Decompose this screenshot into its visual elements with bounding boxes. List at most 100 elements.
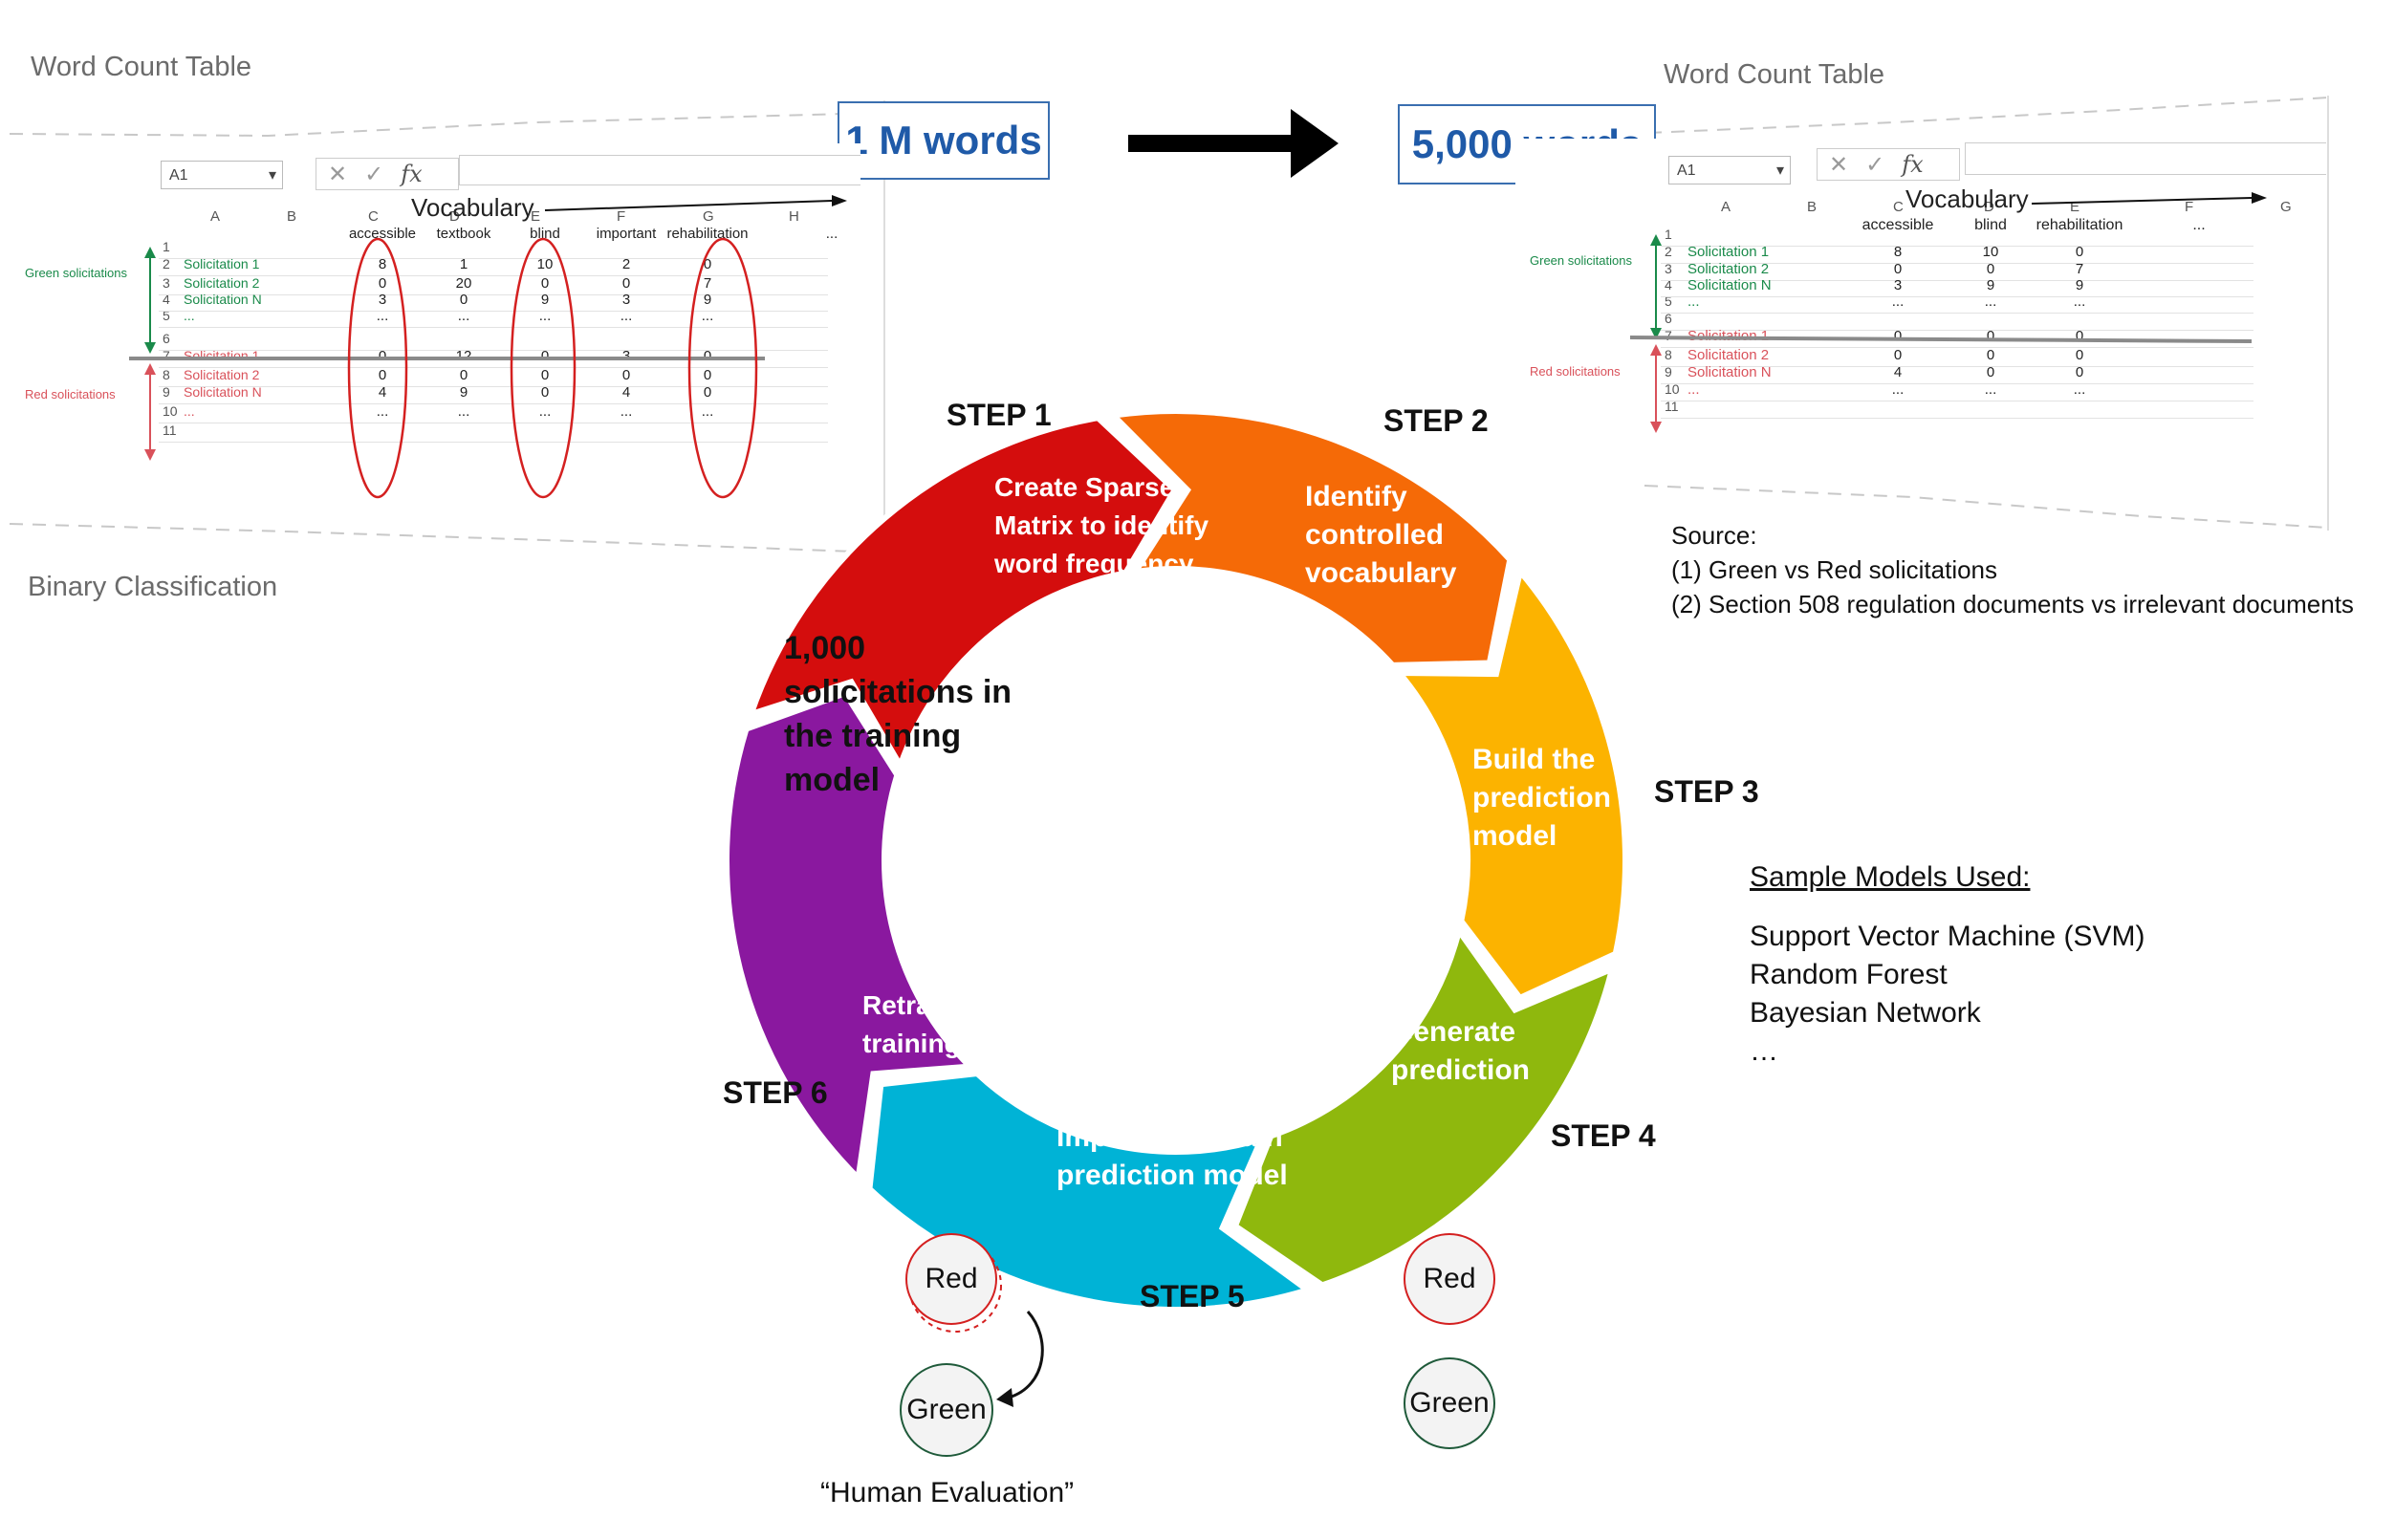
row-number: 11 xyxy=(1665,399,1679,414)
cell-value: 4 xyxy=(621,384,631,401)
cell-value: 0 xyxy=(540,275,550,292)
grid-line xyxy=(1661,280,2253,281)
step6-text: Retrain the training model xyxy=(862,987,1047,1063)
row-name: Solicitation 1 xyxy=(184,256,260,271)
column-letter: D xyxy=(1984,199,1994,215)
column-header: blind xyxy=(530,226,560,242)
cell-value: ... xyxy=(620,403,633,420)
curved-arrow-head xyxy=(996,1388,1013,1407)
cell-value: ... xyxy=(457,403,470,420)
cell-value: ... xyxy=(701,308,714,324)
step5-text: Improve/ Retrain prediction model xyxy=(1056,1118,1288,1195)
cell-value: ... xyxy=(620,308,633,324)
row-number: 9 xyxy=(163,384,170,400)
step2-text: Identify controlled vocabulary xyxy=(1305,478,1456,593)
column-letter: C xyxy=(1893,199,1904,215)
cell-value: ... xyxy=(538,403,552,420)
left-formula-bar xyxy=(459,155,860,185)
grid-line xyxy=(159,386,828,387)
grid-line xyxy=(1661,330,2253,331)
cell-value: 0 xyxy=(459,367,468,383)
step5-label: STEP 5 xyxy=(1140,1279,1245,1313)
grid-line xyxy=(1661,296,2253,297)
oval-rehabilitation xyxy=(687,237,758,499)
cell-value: 0 xyxy=(378,367,387,383)
left-red-label: Red solicitations xyxy=(25,387,116,401)
vocab-arrow-head xyxy=(832,195,847,206)
cell-value: ... xyxy=(701,403,714,420)
grid-line xyxy=(159,258,828,259)
step-text-line: Identify xyxy=(1305,481,1407,512)
green-circle-left: Green xyxy=(900,1363,993,1457)
sample-models-heading: Sample Models Used: xyxy=(1750,861,2031,893)
human-evaluation-label: “Human Evaluation” xyxy=(820,1477,1075,1508)
step1-label: STEP 1 xyxy=(947,398,1052,432)
row-name: Solicitation N xyxy=(1687,364,1772,380)
cell-value: 9 xyxy=(540,292,550,308)
grid-line xyxy=(1661,246,2253,247)
grid-line xyxy=(159,311,828,312)
row-name: Solicitation N xyxy=(184,384,262,400)
cell-value: 0 xyxy=(1986,261,1995,277)
step-text-line: word frequency xyxy=(994,549,1194,578)
row-number: 6 xyxy=(163,331,170,346)
row-number: 2 xyxy=(1665,244,1672,259)
step-text-line: Build the xyxy=(1472,744,1596,775)
step-text-line: Matrix to identify xyxy=(994,510,1209,540)
cell-value: 20 xyxy=(455,275,472,292)
model-item: … xyxy=(1750,1035,1778,1067)
cell-value: 0 xyxy=(2075,364,2084,380)
red-circle-left: Red xyxy=(905,1233,997,1325)
dropdown-icon: ▾ xyxy=(1775,163,1784,179)
cell-value: 0 xyxy=(540,384,550,401)
group-separator xyxy=(1629,336,2253,343)
column-letter: G xyxy=(2280,199,2292,215)
cell-value: 8 xyxy=(378,256,387,272)
step6-label: STEP 6 xyxy=(723,1075,828,1110)
grid-line xyxy=(159,294,828,295)
left-vocab-label: Vocabulary xyxy=(411,193,534,222)
row-number: 4 xyxy=(163,292,170,307)
grid-line xyxy=(1661,347,2253,348)
cell-value: 0 xyxy=(1986,328,1995,344)
cell-value: 0 xyxy=(1986,364,1995,380)
cell-value: 0 xyxy=(703,367,712,383)
cycle-segment-step-2 xyxy=(746,414,1179,772)
cycle-segment-step-3 xyxy=(1107,408,1513,668)
left-table-title: Word Count Table xyxy=(31,52,252,82)
cycle-segment-step-1 xyxy=(724,689,977,1184)
cell-value: 0 xyxy=(703,256,712,272)
column-header: ... xyxy=(2192,217,2206,233)
row-number: 1 xyxy=(163,239,170,254)
cell-value: 9 xyxy=(1986,277,1995,293)
cell-value: ... xyxy=(538,308,552,324)
right-vocab-label: Vocabulary xyxy=(1905,184,2029,213)
cell-value: ... xyxy=(1891,293,1905,310)
cell-value: 7 xyxy=(703,275,712,292)
row-number: 10 xyxy=(163,403,178,419)
check-icon: ✓ xyxy=(364,161,384,187)
step3-label: STEP 3 xyxy=(1654,774,1759,809)
cell-value: 0 xyxy=(459,292,468,308)
cell-value: 3 xyxy=(621,292,631,308)
row-number: 9 xyxy=(1665,364,1672,380)
left-sheet-top-edge xyxy=(9,112,881,138)
step-text-line: prediction xyxy=(1391,1054,1531,1086)
left-formula-tools: ✕ ✓ fx xyxy=(316,158,459,190)
grid-line xyxy=(159,327,828,328)
step-text-line: vocabulary xyxy=(1305,557,1457,589)
cell-value: 0 xyxy=(1893,347,1903,363)
right-table-title: Word Count Table xyxy=(1664,59,1885,90)
step-text-line: prediction model xyxy=(1056,1160,1288,1191)
left-annotations xyxy=(129,195,847,499)
source-item: (1) Green vs Red solicitations xyxy=(1671,555,1998,584)
step-text-line: training model xyxy=(862,1029,1047,1058)
right-sheet-top-edge xyxy=(1624,97,2329,135)
source-block: Source: (1) Green vs Red solicitations (… xyxy=(1671,518,2354,621)
cell-value: 10 xyxy=(536,256,554,272)
column-letter: D xyxy=(449,208,460,225)
check-icon: ✓ xyxy=(1865,151,1885,178)
row-name: ... xyxy=(184,308,195,323)
